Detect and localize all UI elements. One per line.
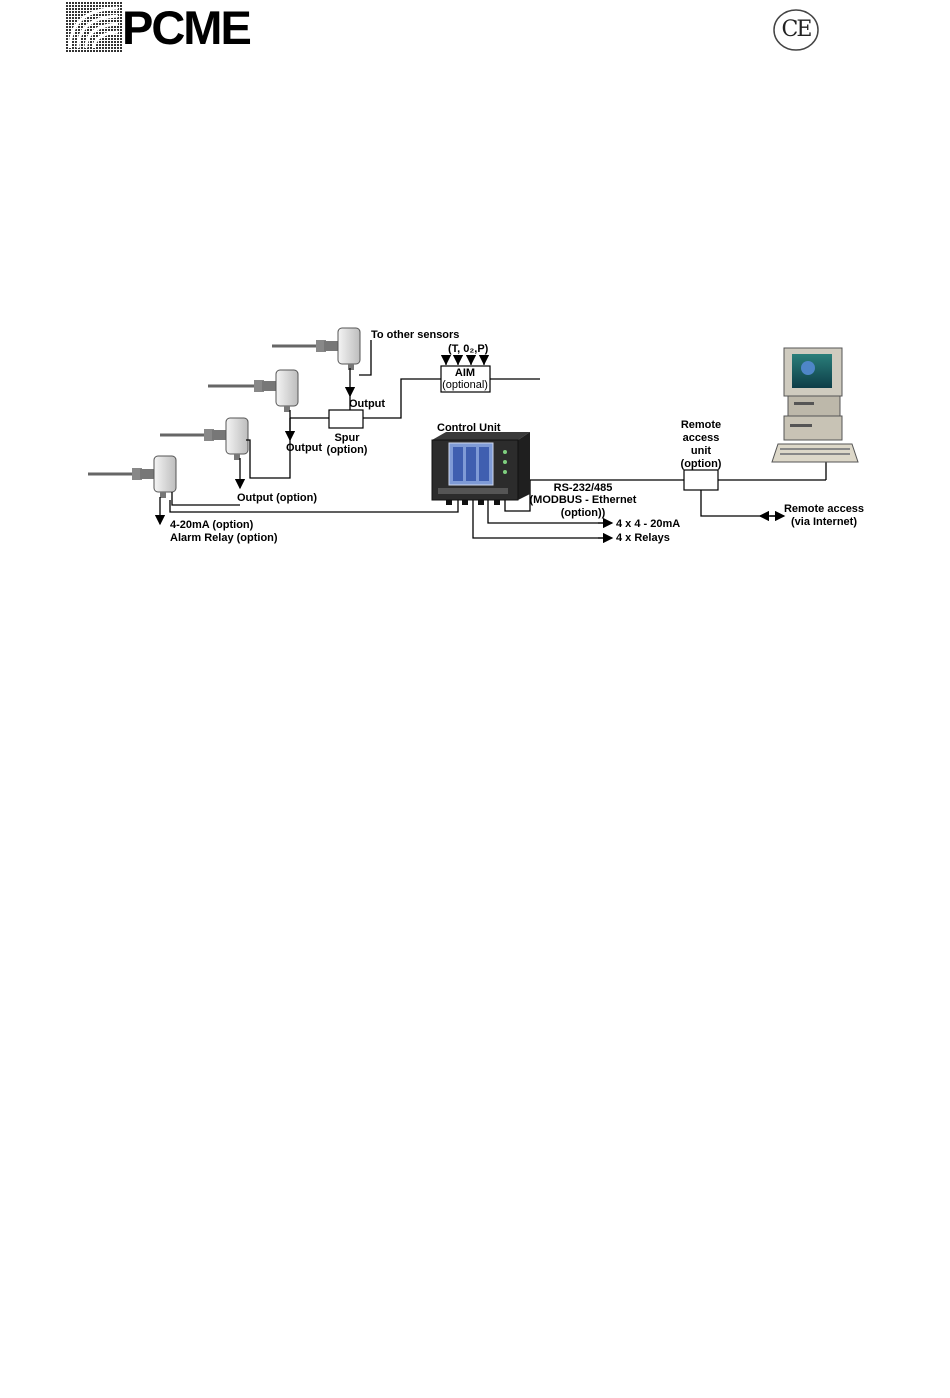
control-unit-display-icon (432, 432, 530, 505)
label-sensor-out-ma: 4-20mA (option) (170, 519, 254, 531)
probe-sensor-icon (272, 328, 360, 370)
label-remote-unit-1: Remote (681, 419, 721, 431)
label-rs-line2: (MODBUS - Ethernet (530, 494, 637, 506)
remote-access-unit-box (684, 470, 718, 490)
desktop-computer-icon (772, 348, 858, 462)
label-remote-access-2: (via Internet) (791, 516, 857, 528)
probe-sensor-icon (160, 418, 248, 460)
label-sensor-out-relay: Alarm Relay (option) (170, 532, 278, 544)
label-output-top: Output (349, 398, 385, 410)
label-spur-sub: (option) (327, 444, 368, 456)
label-rs-line1: RS-232/485 (554, 482, 613, 494)
probe-sensor-icon (88, 456, 176, 498)
label-output-mid: Output (286, 442, 322, 454)
label-aim-title: AIM (455, 367, 475, 379)
label-out-ma: 4 x 4 - 20mA (616, 518, 680, 530)
probe-sensor-icon (208, 370, 298, 412)
label-remote-access-1: Remote access (784, 503, 864, 515)
label-control-unit: Control Unit (437, 422, 501, 434)
label-remote-unit-3: unit (691, 445, 711, 457)
label-aim-sub: (optional) (442, 379, 488, 391)
label-to-other-sensors: To other sensors (371, 329, 459, 341)
label-aim-inputs: (T, 0₂,P) (448, 343, 489, 355)
label-output-option: Output (option) (237, 492, 317, 504)
label-spur-title: Spur (334, 432, 360, 444)
label-remote-unit-4: (option) (681, 458, 722, 470)
label-remote-unit-2: access (683, 432, 720, 444)
label-out-relays: 4 x Relays (616, 532, 670, 544)
label-rs-line3: (option)) (561, 507, 606, 519)
spur-box (329, 410, 363, 428)
